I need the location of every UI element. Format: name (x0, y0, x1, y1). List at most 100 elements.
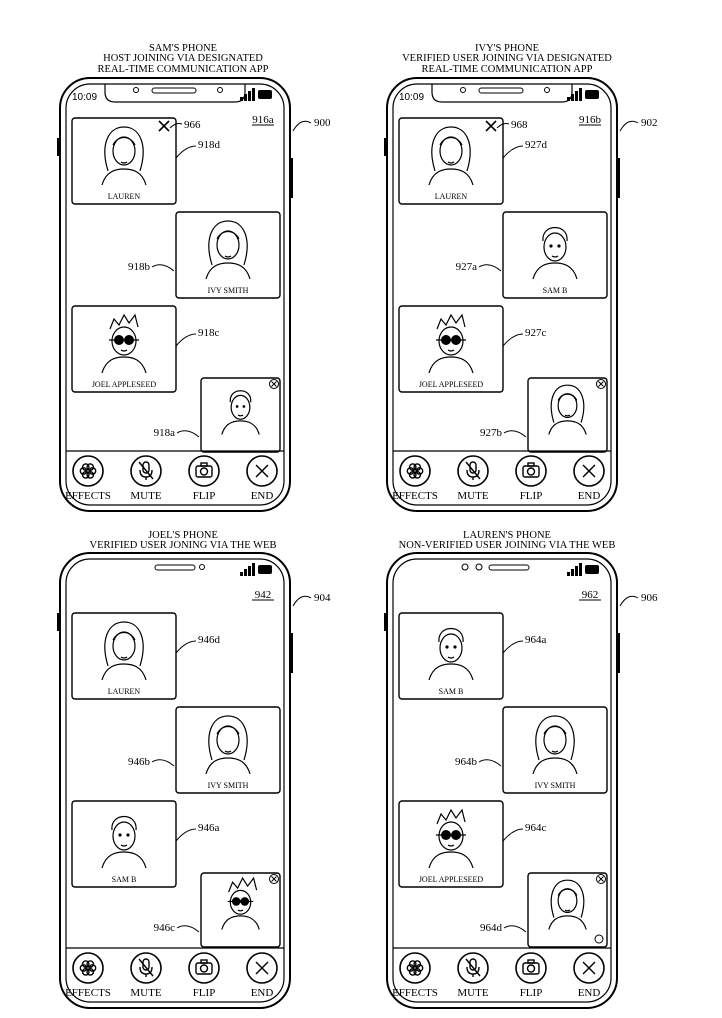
shoulders (101, 356, 147, 374)
volume-button (57, 138, 60, 156)
camera-top (527, 462, 535, 467)
camera-lens (526, 467, 536, 476)
ref-leader (503, 430, 527, 438)
spiky-hair (228, 876, 258, 893)
close-ref-label: 968 (511, 119, 528, 131)
dismiss-tile-icon[interactable] (271, 381, 277, 387)
camera-lens (199, 467, 209, 476)
tile-ref-label: 964a (525, 634, 547, 646)
dismiss-tile-icon[interactable] (269, 379, 279, 389)
mouth (564, 909, 571, 912)
mouth (551, 255, 559, 258)
effects-button[interactable]: EFFECTS (65, 952, 111, 999)
effects-button[interactable]: EFFECTS (392, 455, 438, 502)
control-button-circle[interactable] (399, 455, 431, 487)
ref-leader (175, 640, 197, 654)
participant-tile[interactable]: 964d (480, 872, 608, 948)
control-button-circle[interactable] (399, 952, 431, 984)
dismiss-tile-icon[interactable] (269, 874, 279, 884)
flower-petal (415, 964, 424, 972)
dismiss-tile-icon[interactable] (598, 876, 604, 882)
tile-ref-label: 918a (154, 427, 176, 439)
tile-ref-label: 946b (128, 756, 151, 768)
mouth (237, 414, 244, 417)
hair-shape (431, 126, 471, 172)
participant-tile[interactable]: 918a (154, 377, 281, 453)
flip-button[interactable]: FLIP (515, 952, 547, 999)
tile-ref-label: 946d (198, 634, 221, 646)
volume-button (384, 613, 387, 631)
shoulders (221, 420, 260, 435)
face-shape (111, 326, 137, 356)
participant-tile[interactable]: 946c (154, 872, 281, 948)
end-button[interactable]: END (246, 455, 278, 502)
tile-ref-label: 946a (198, 822, 220, 834)
end-button[interactable]: END (573, 455, 605, 502)
control-button-circle[interactable] (72, 455, 104, 487)
signal-icon (244, 94, 247, 101)
phone-screen (392, 83, 612, 506)
flower-petal (408, 967, 417, 976)
eye (453, 645, 457, 649)
dismiss-tile-icon[interactable] (596, 874, 606, 884)
side-button (617, 158, 620, 198)
shoulders (221, 915, 260, 930)
dismiss-tile-icon[interactable] (271, 876, 277, 882)
tile-frame (398, 117, 504, 205)
effects-button[interactable]: EFFECTS (65, 455, 111, 502)
control-button-circle[interactable] (188, 952, 220, 984)
flip-button[interactable]: FLIP (188, 952, 220, 999)
battery-icon (585, 565, 599, 574)
control-button-circle[interactable] (72, 952, 104, 984)
hair-shape (550, 879, 585, 918)
control-button-label: EFFECTS (65, 987, 111, 999)
ref-leader (478, 264, 502, 272)
fringe-shape (112, 631, 136, 641)
ref-leader (151, 759, 175, 767)
control-button-circle[interactable] (515, 952, 547, 984)
shoulders (532, 757, 578, 775)
shoulders (428, 356, 474, 374)
mute-button[interactable]: MUTE (457, 952, 489, 999)
close-icon[interactable] (158, 120, 170, 132)
participant-name: JOEL APPLESEED (419, 380, 484, 389)
camera-lens (199, 964, 209, 973)
settings-gear-icon[interactable] (594, 934, 604, 944)
participant-tile[interactable]: 927b (480, 377, 608, 453)
control-button-circle[interactable] (515, 455, 547, 487)
mouth (551, 750, 559, 753)
mute-button[interactable]: MUTE (457, 455, 489, 502)
effects-button[interactable]: EFFECTS (392, 952, 438, 999)
mute-button[interactable]: MUTE (130, 952, 162, 999)
close-icon[interactable] (485, 120, 497, 132)
flip-button[interactable]: FLIP (188, 455, 220, 502)
eye (235, 405, 239, 408)
flip-button[interactable]: FLIP (515, 455, 547, 502)
control-button-circle[interactable] (188, 455, 220, 487)
end-button[interactable]: END (246, 952, 278, 999)
control-button-label: MUTE (130, 987, 161, 999)
mute-button[interactable]: MUTE (130, 455, 162, 502)
flower-petal (415, 467, 424, 475)
dismiss-tile-icon[interactable] (598, 381, 604, 387)
phone-caption-line: LAUREN'S PHONE (463, 530, 551, 541)
close-ref-label: 966 (184, 119, 201, 131)
phone-screen (65, 83, 285, 506)
dismiss-tile-icon[interactable] (596, 379, 606, 389)
tile-frame (398, 800, 504, 888)
end-button[interactable]: END (573, 952, 605, 999)
